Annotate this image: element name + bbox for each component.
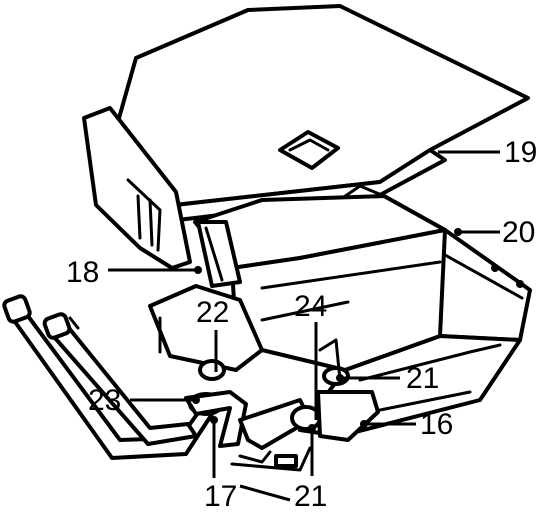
hose-end-lower: [42, 312, 72, 340]
callout-24: 24: [294, 290, 327, 323]
callout-21-right: 21: [406, 362, 439, 395]
lower-left-body: [148, 284, 264, 372]
u-connector: [184, 390, 248, 448]
callout-17: 17: [204, 480, 237, 513]
callout-22: 22: [196, 296, 229, 329]
small-clip: [274, 454, 298, 468]
callout-19: 19: [504, 136, 537, 169]
callout-20: 20: [502, 216, 535, 249]
fitting-21-upper: [322, 366, 350, 386]
callout-16: 16: [420, 408, 453, 441]
callout-23: 23: [88, 384, 121, 417]
pump-body-16: [316, 390, 380, 442]
main-housing: [148, 194, 447, 372]
leader-lines: [108, 150, 500, 502]
fitting-22: [198, 359, 226, 381]
hose-end-upper: [2, 294, 32, 324]
cover-handle-opening: [278, 130, 340, 170]
callout-21-bottom: 21: [294, 480, 327, 513]
fittings-assembly: [184, 338, 380, 472]
callout-18: 18: [66, 256, 99, 289]
hose-assembly: [2, 294, 214, 460]
cover-top: [108, 4, 530, 207]
